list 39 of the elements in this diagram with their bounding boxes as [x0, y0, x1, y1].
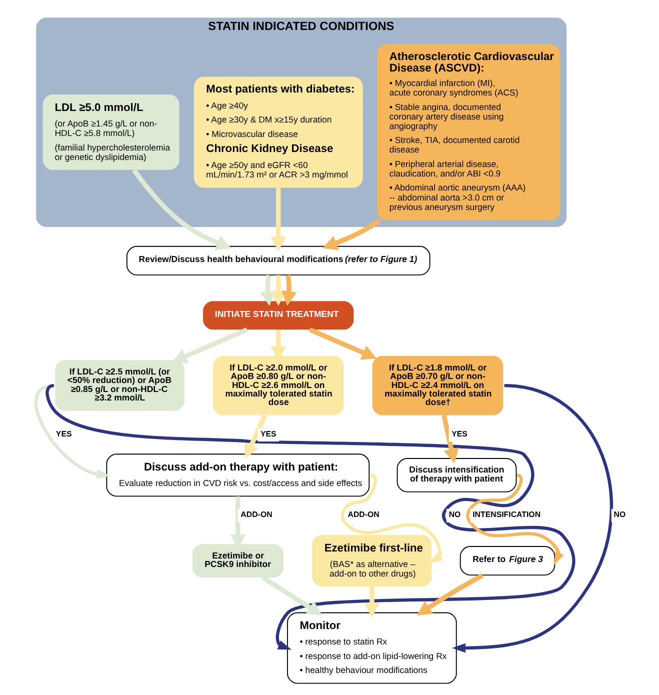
node-box: Atherosclerotic Cardiovascular Disease (ASCVD): • Myocardial infarction (MI), acute coronary syndromes (ACS) • Stable angina, documented coronary artery disease using angiography • Stroke, TIA, documented carotid disease • Peripheral arterial disease, claudication, and/or ABI <0.9 • Abdominal aortic aneurysm (AAA) -- abdominal aorta >3.0 cm or previous aneurysm surgery: [377, 44, 560, 220]
edge-label: YES: [452, 429, 468, 438]
edge-label: NO: [448, 510, 461, 520]
arrow: [46, 384, 575, 650]
arrow: [340, 474, 443, 564]
edge-label: INTENSIFICATION: [472, 510, 541, 520]
node-box: Review/Discuss health behavioural modifications (refer to Figure 1): [126, 246, 430, 276]
arrow: [262, 575, 322, 616]
node-box: Discuss intensification of therapy with patient: [396, 458, 517, 492]
arrow: [452, 384, 613, 653]
node-box: Most patients with diabetes: • Age ≥40y • Age ≥30y & DM x≥15y duration • Microvascular disease Chronic Kidney Disease • Age ≥50y and eGFR <60 mL/min/1.73 m² or ACR >3 mg/mmol: [194, 76, 363, 188]
edge-label: ADD-ON: [348, 510, 380, 520]
node-box: If LDL-C ≥2.5 mmol/L (or <50% reduction) or ApoB ≥0.85 g/L or non-HDL-C ≥3.2 mmol/L: [55, 360, 184, 411]
arrow: [260, 274, 276, 306]
node-box: Monitor • response to statin Rx • response to add-on lipid-lowering Rx • healthy behaviour modifications: [287, 612, 457, 684]
node-box: LDL ≥5.0 mmol/L (or ApoB ≥1.45 g/L or non-HDL-C ≥5.8 mmol/L) (familial hypercholesterolemia or genetic dyslipidemia): [42, 94, 180, 170]
arrow: [322, 218, 382, 250]
arrow: [270, 188, 286, 252]
arrow: [132, 168, 232, 250]
edge-label: YES: [260, 429, 276, 438]
arrow: [364, 586, 380, 618]
node-box: Discuss add-on therapy with patient: Evaluate reduction in CVD risk vs. cost/access and side effects: [106, 454, 370, 497]
arrow: [34, 384, 110, 480]
node-box: Refer to Figure 3: [460, 546, 556, 576]
edge-label: NO: [614, 510, 626, 520]
node-box: INITIATE STATIN TREATMENT: [203, 301, 354, 330]
arrow: [282, 274, 297, 306]
node-box: Ezetimibe or PCSK9 inhibitor: [192, 544, 284, 578]
node-box: If LDL-C ≥2.0 mmol/L or ApoB ≥0.80 g/L or non-HDL-C ≥2.6 mmol/L on maximally tolerated statin dose: [212, 356, 344, 416]
arrow: [466, 474, 564, 566]
arrow: [244, 414, 268, 459]
node-box: If LDL-C ≥1.8 mmol/L or ApoB ≥0.70 g/L or non-HDL-C ≥2.4 mmol/L on maximally tolerated statin dose†: [372, 356, 504, 416]
edge-label: ADD-ON: [240, 510, 272, 520]
edge-label: YES: [56, 429, 72, 438]
arrow: [172, 328, 248, 364]
arrow: [308, 328, 377, 360]
node-box: Ezetimibe first-line (BAS* as alternative – add-on to other drugs): [312, 535, 432, 587]
arrow: [442, 414, 459, 464]
arrow: [270, 275, 286, 306]
